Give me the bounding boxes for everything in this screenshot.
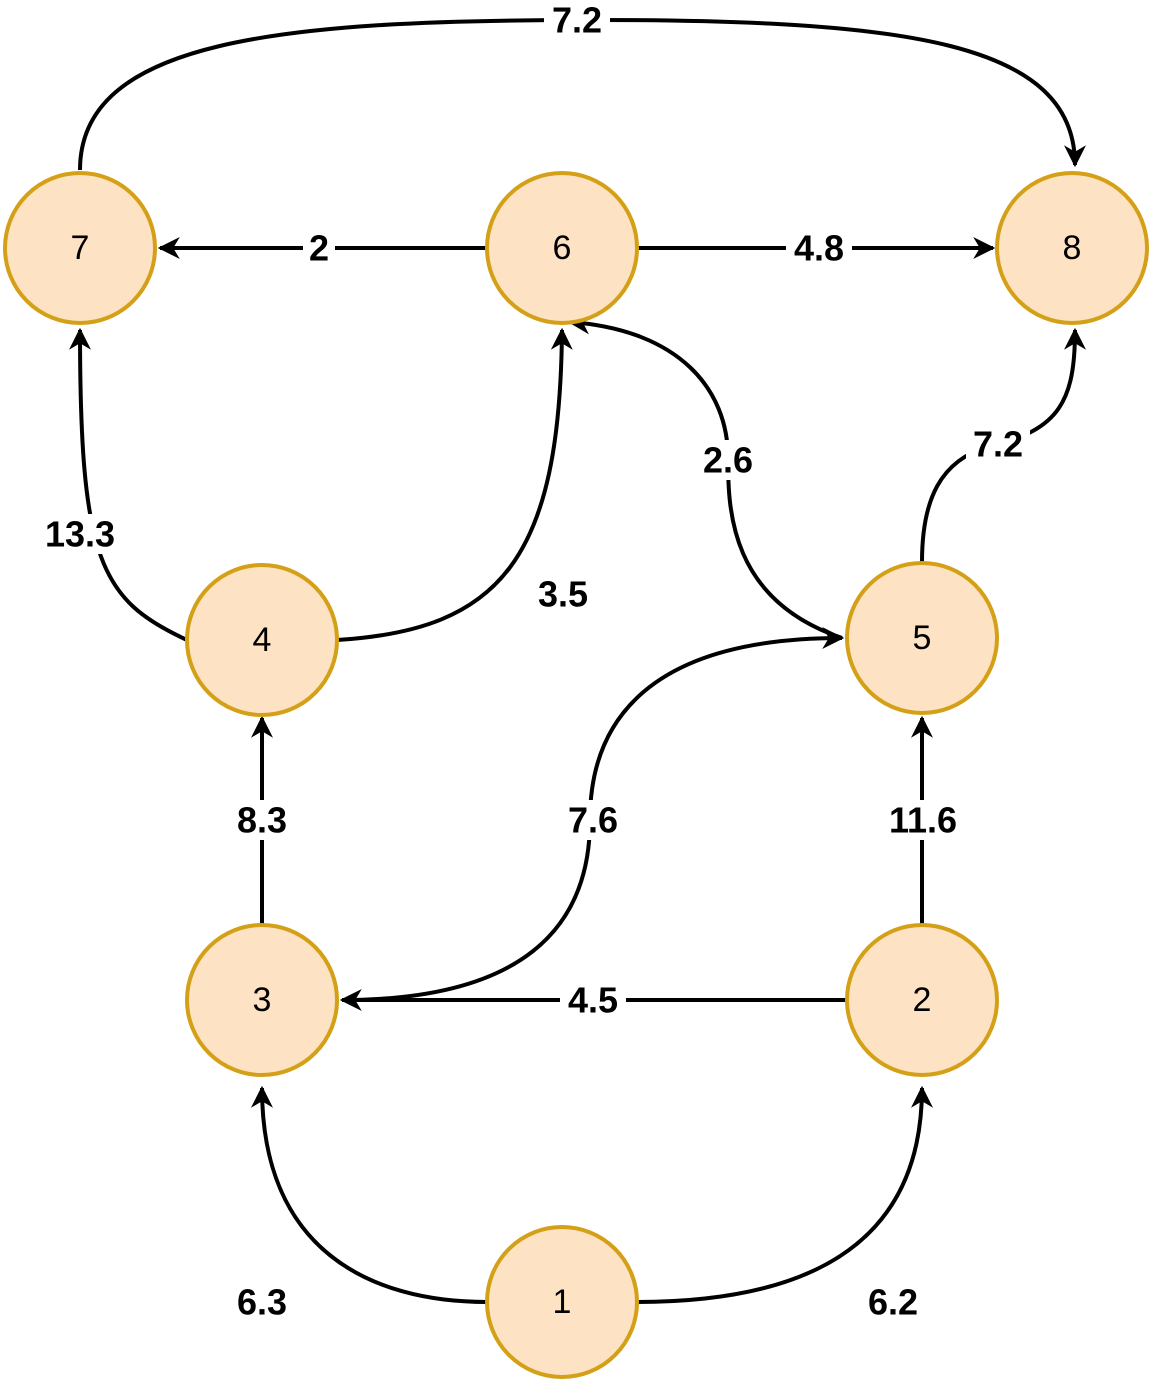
node-label: 6 <box>553 229 572 267</box>
edge-label-6-8: 4.8 <box>794 228 844 269</box>
edge-label-6-7: 2 <box>309 228 329 269</box>
node-3: 3 <box>185 923 339 1077</box>
nodes: 1 2 3 4 5 6 7 8 <box>3 171 1149 1379</box>
edge-label-4-7: 13.3 <box>45 514 115 555</box>
node-1: 1 <box>485 1225 639 1379</box>
edge-label-1-3: 6.3 <box>237 1282 287 1323</box>
node-label: 8 <box>1063 229 1082 267</box>
edge-4-6 <box>336 327 573 642</box>
edge-label-2-3: 4.5 <box>568 980 618 1021</box>
node-6: 6 <box>485 171 639 325</box>
node-label: 2 <box>913 981 932 1019</box>
edge-label-4-6: 3.5 <box>538 574 588 615</box>
node-8: 8 <box>995 171 1149 325</box>
node-2: 2 <box>845 923 999 1077</box>
edge-label-3-5: 7.6 <box>568 800 618 841</box>
edge-label-2-5: 11.6 <box>889 800 957 841</box>
node-label: 5 <box>913 619 932 657</box>
edge-label-5-6: 2.6 <box>703 440 753 481</box>
edge-labels: 6.3 6.2 4.5 11.6 8.3 7.6 13.3 3.5 2.6 7.… <box>40 0 1030 1323</box>
node-label: 7 <box>71 229 90 267</box>
node-label: 3 <box>253 981 272 1019</box>
edge-label-5-8: 7.2 <box>973 424 1023 465</box>
node-5: 5 <box>845 561 999 715</box>
edge-label-3-4: 8.3 <box>237 800 287 841</box>
edge-1-3 <box>251 1085 488 1304</box>
node-label: 4 <box>253 621 272 659</box>
edge-7-8 <box>78 17 1086 171</box>
edge-label-1-2: 6.2 <box>868 1282 918 1323</box>
edge-label-7-8: 7.2 <box>552 0 602 41</box>
node-label: 1 <box>553 1283 572 1321</box>
edge-4-7 <box>69 327 188 642</box>
node-7: 7 <box>3 171 157 325</box>
edge-1-2 <box>636 1085 933 1304</box>
node-4: 4 <box>185 563 339 717</box>
